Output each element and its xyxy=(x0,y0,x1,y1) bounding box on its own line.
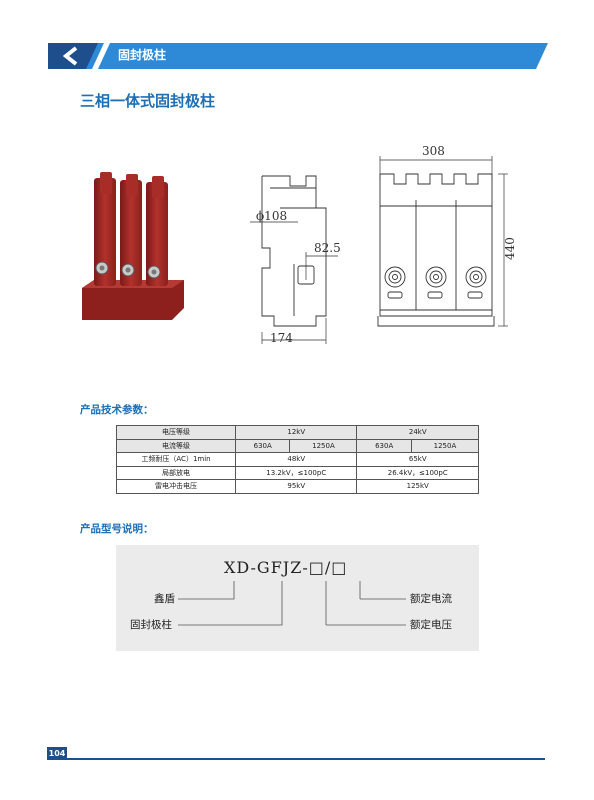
table-cell: 工频耐压（AC）1min xyxy=(116,452,236,467)
front-view-drawing: 308 440 xyxy=(377,144,517,327)
table-cell: 雷电冲击电压 xyxy=(116,479,236,494)
chevron-left-icon xyxy=(62,46,78,66)
page-number: 104 xyxy=(48,749,66,758)
model-leader-lines xyxy=(178,581,406,626)
terminal-icon xyxy=(95,261,161,279)
table-cell: 630A xyxy=(234,438,291,453)
table-cell: 65kV xyxy=(356,452,479,467)
table-cell: 125kV xyxy=(356,479,479,494)
section-title: 三相一体式固封极柱 xyxy=(80,92,216,110)
dim-front-width: 308 xyxy=(422,144,445,158)
terminal-icon xyxy=(384,266,487,288)
spec-table: 电压等级 12kV 24kV 电流等级 630A 1250A 630A 1250… xyxy=(116,425,480,494)
table-row: 电流等级 630A 1250A 630A 1250A xyxy=(116,438,480,453)
table-cell: 12kV xyxy=(234,425,358,440)
model-heading: 产品型号说明： xyxy=(80,523,154,535)
dim-offset: 82.5 xyxy=(314,241,341,255)
tech-params-heading: 产品技术参数： xyxy=(80,404,154,416)
footer-line xyxy=(67,758,545,760)
model-label-product: 固封极柱 xyxy=(130,619,172,631)
header-title: 固封极柱 xyxy=(118,48,167,62)
table-cell: 1250A xyxy=(289,438,358,453)
dim-side-width: 174 xyxy=(270,331,293,345)
model-label-rated-voltage: 额定电压 xyxy=(410,619,452,631)
model-label-brand: 鑫盾 xyxy=(154,593,175,605)
table-cell: 1250A xyxy=(410,438,480,453)
page-number-box xyxy=(47,747,67,760)
table-cell: 48kV xyxy=(234,452,358,467)
model-box xyxy=(116,545,479,651)
table-cell: 95kV xyxy=(234,479,358,494)
table-cell: 电流等级 xyxy=(116,438,236,453)
header-banner xyxy=(48,43,548,69)
dim-diameter: ϕ108 xyxy=(256,209,287,223)
model-label-rated-current: 额定电流 xyxy=(410,593,452,605)
table-cell: 26.4kV，≤100pC xyxy=(356,465,479,480)
model-code: XD-GFJZ-□/□ xyxy=(224,558,348,577)
side-view-drawing: ϕ108 82.5 174 xyxy=(250,175,341,345)
table-cell: 630A xyxy=(356,438,412,453)
table-cell: 24kV xyxy=(356,425,479,440)
table-cell: 13.2kV，≤100pC xyxy=(234,465,358,480)
table-row: 雷电冲击电压 95kV 125kV xyxy=(116,479,479,494)
three-phase-pole-image xyxy=(82,172,184,320)
table-row: 工频耐压（AC）1min 48kV 65kV xyxy=(116,452,479,467)
dim-front-height: 440 xyxy=(503,237,517,260)
table-cell: 局部放电 xyxy=(116,465,236,480)
table-cell: 电压等级 xyxy=(116,425,236,440)
table-row: 电压等级 12kV 24kV xyxy=(116,425,479,440)
table-row: 局部放电 13.2kV，≤100pC 26.4kV，≤100pC xyxy=(116,465,479,480)
